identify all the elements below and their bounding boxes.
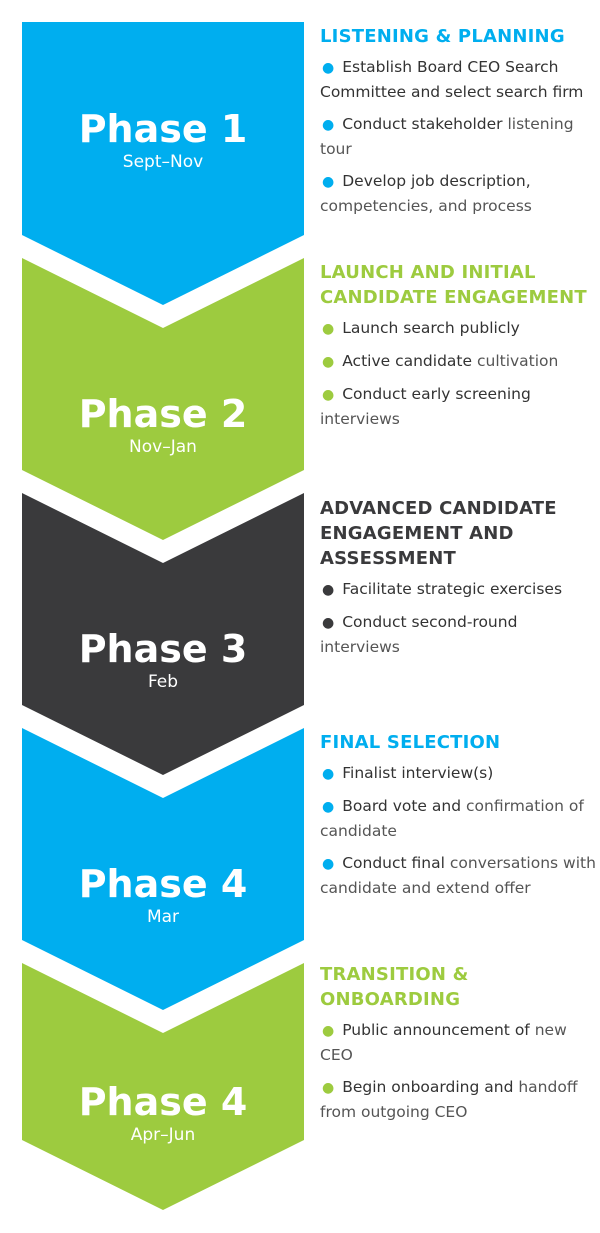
list-item: ●Establish Board CEO Search Committee an… (320, 55, 598, 104)
list-item: ● Conduct early screening interviews (320, 382, 598, 431)
item-lead: Begin onboarding and (342, 1078, 514, 1096)
phase-chevron (22, 728, 304, 1010)
bullet-icon: ● (322, 615, 335, 631)
bullet-icon: ● (322, 856, 335, 872)
list-item: ● Develop job description, competencies, … (320, 169, 598, 218)
list-item: ● Conduct stakeholder listening tour (320, 112, 598, 161)
item-lead: Public announcement of (342, 1021, 530, 1039)
phase-details: LAUNCH AND INITIAL CANDIDATE ENGAGEMENT ●… (320, 260, 598, 439)
list-item: ● Active candidate cultivation (320, 349, 598, 374)
bullet-icon: ● (322, 1080, 335, 1096)
phase-title: Phase 2 (78, 392, 248, 436)
phase-title: Phase 1 (78, 106, 248, 151)
phase-title: Phase 3 (78, 627, 248, 671)
phase-dates: Apr–Jun (130, 1124, 196, 1145)
bullet-icon: ● (322, 766, 335, 782)
phase-dates: Sept–Nov (122, 151, 204, 172)
item-lead: Board vote and (342, 797, 462, 815)
bullet-icon: ● (322, 117, 335, 133)
phase-chevron (22, 22, 304, 305)
item-lead: Conduct early screening (342, 385, 531, 403)
bullet-icon: ● (322, 387, 335, 403)
task-list: ● Launch search publicly ● Active candidat… (320, 316, 598, 431)
item-lead: Launch search publicly (342, 319, 520, 337)
item-lead: Establish Board CEO Search Committee and… (320, 58, 584, 101)
section-heading: ADVANCED CANDIDATE ENGAGEMENT AND ASSESS… (320, 498, 557, 569)
item-lead: Conduct second-round (342, 613, 518, 631)
list-item: ● Conduct final conversations with candid… (320, 851, 598, 900)
list-item: ● Conduct second-round interviews (320, 610, 598, 659)
item-lead: Conduct stakeholder (342, 115, 503, 133)
item-rest: handoff from outgoing CEO (320, 1078, 578, 1121)
section-heading: LISTENING & PLANNING (320, 26, 565, 47)
phase-title: Phase 4 (78, 1079, 248, 1124)
phase-dates: Feb (147, 672, 179, 692)
phase-details: TRANSITION & ONBOARDING ● Public announcem… (320, 962, 598, 1132)
bullet-icon: ● (322, 354, 335, 370)
section-heading: FINAL SELECTION (320, 732, 501, 753)
item-rest: confirmation of candidate (320, 797, 584, 840)
task-list: ● Facilitate strategic exercises ● Conduct… (320, 577, 598, 659)
item-lead: Conduct final (342, 854, 445, 872)
item-rest: new CEO (320, 1021, 567, 1064)
list-item: ● Facilitate strategic exercises (320, 577, 598, 602)
task-list: ●Public announcement of new CEO●Begin on… (320, 1018, 598, 1124)
section-heading: TRANSITION & ONBOARDING (320, 964, 469, 1010)
item-rest: cultivation (476, 352, 559, 370)
phase-dates: Nov–Jan (129, 437, 197, 457)
item-rest: interviews (320, 638, 400, 656)
item-rest: conversations with candidate and extend … (320, 854, 596, 897)
phase-details: ADVANCED CANDIDATE ENGAGEMENT AND ASSESS… (320, 496, 598, 667)
item-rest: interviews (320, 410, 400, 428)
task-list: ● Finalist interview(s) ● Board vote and c… (320, 761, 598, 900)
list-item: ● Launch search publicly (320, 316, 598, 341)
item-lead: Develop job description, (342, 172, 531, 190)
bullet-icon: ● (322, 1023, 335, 1039)
phase-chevron (22, 493, 304, 775)
phase-chevron (22, 963, 304, 1210)
item-rest: competencies, and process (320, 197, 532, 215)
bullet-icon: ● (322, 321, 335, 337)
list-item: ● Board vote and confirmation of candidat… (320, 794, 598, 843)
list-item: ● Begin onboarding and handoff from outgo… (320, 1075, 598, 1124)
task-list: ●Establish Board CEO Search Committee an… (320, 55, 598, 218)
phase-details: FINAL SELECTION ● Finalist interview(s) ● B… (320, 730, 598, 908)
list-item: ● Public announcement of new CEO (320, 1018, 598, 1067)
phase-title: Phase 4 (78, 862, 248, 906)
bullet-icon: ● (322, 799, 335, 815)
item-lead: Finalist interview(s) (342, 764, 494, 782)
section-heading: LAUNCH AND INITIAL CANDIDATE ENGAGEMENT (320, 262, 587, 308)
bullet-icon: ● (322, 174, 335, 190)
phase-details: LISTENING & PLANNING●Establish Board CEO… (320, 24, 598, 226)
item-rest: listening tour (320, 115, 574, 158)
item-lead: Active candidate (342, 352, 473, 370)
phase-dates: Mar (146, 907, 180, 927)
item-lead: Facilitate strategic exercises (342, 580, 563, 598)
list-item: ● Finalist interview(s) (320, 761, 598, 786)
bullet-icon: ● (322, 60, 335, 76)
bullet-icon: ● (322, 582, 335, 598)
phase-chevron (22, 258, 304, 540)
